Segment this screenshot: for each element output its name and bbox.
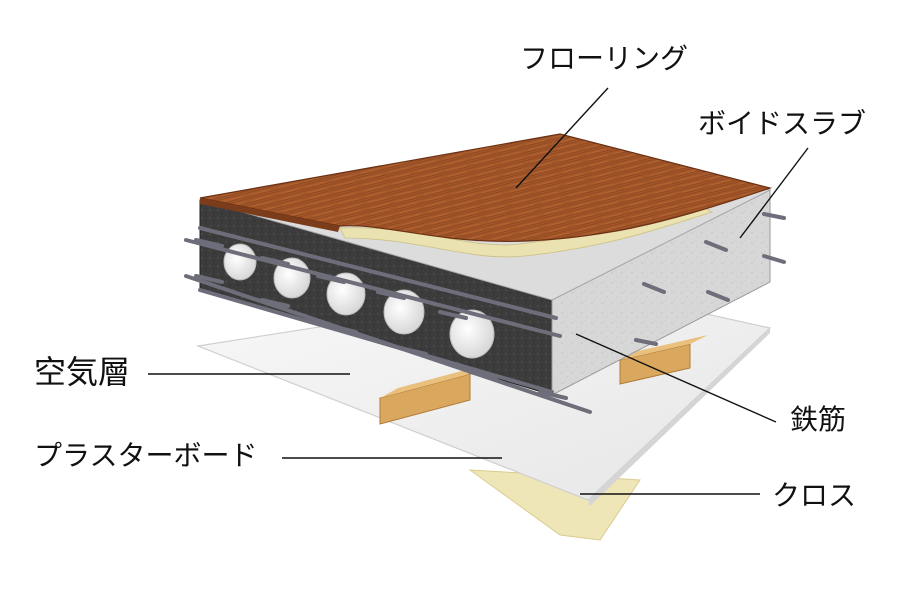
leader-void-slab: [739, 147, 809, 239]
label-cross: クロス: [772, 479, 857, 512]
label-void-slab: ボイドスラブ: [698, 107, 867, 140]
label-plasterboard: プラスターボード: [34, 439, 258, 472]
rebar-stubs: [194, 238, 568, 400]
label-flooring: フローリング: [520, 42, 689, 75]
leader-rebar: [575, 333, 777, 423]
void-tube: [449, 309, 495, 359]
flooring-surface: [199, 133, 773, 242]
leader-lines: [148, 87, 809, 495]
label-rebar: 鉄筋: [790, 403, 847, 436]
rebar-side: [634, 212, 786, 346]
void-tube: [383, 289, 425, 335]
joist-back: [619, 343, 691, 385]
underlay-layer: [339, 204, 713, 258]
label-air-layer: 空気層: [34, 353, 131, 391]
joist-group: [379, 335, 708, 425]
leader-flooring: [515, 87, 609, 189]
rebar-front: [184, 226, 592, 414]
